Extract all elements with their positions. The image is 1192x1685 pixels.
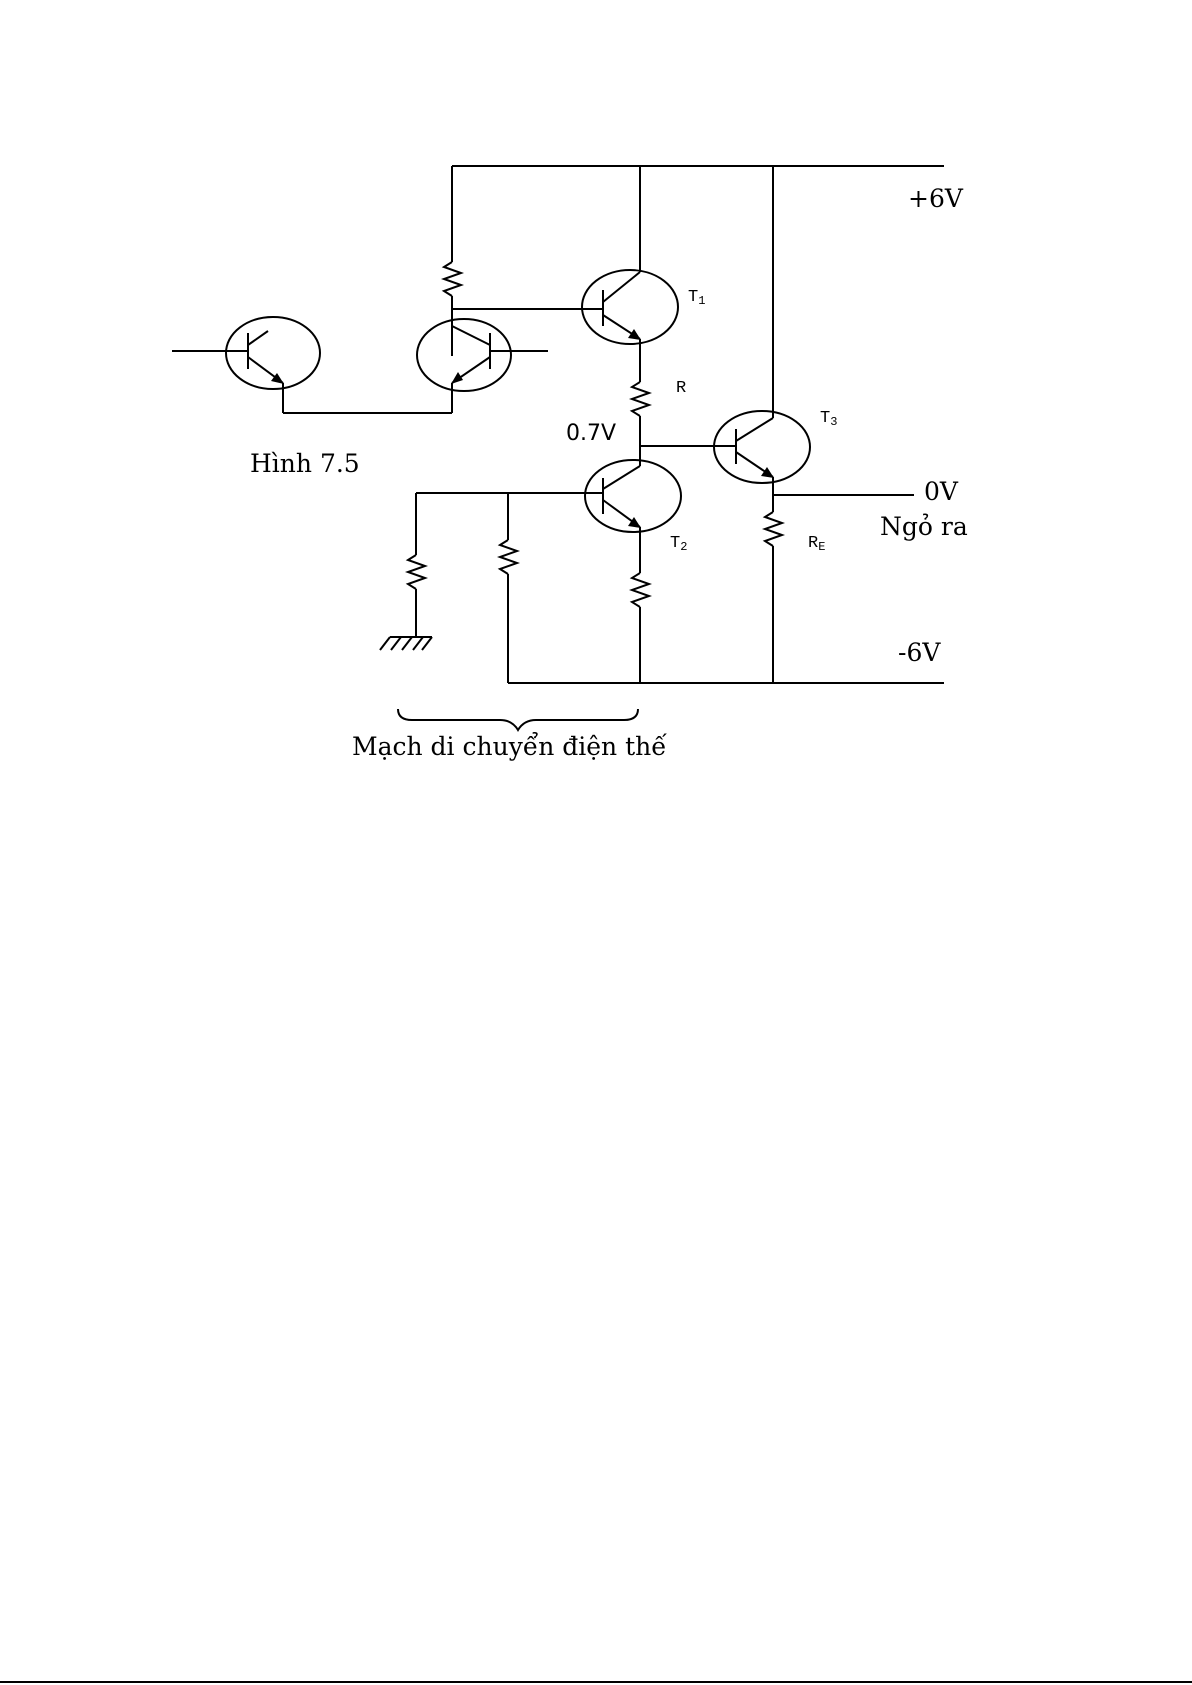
resistor-re [765, 512, 782, 546]
transistor-t3-emitter-arrow [761, 467, 774, 478]
transistor-t1-collector [603, 272, 640, 302]
transistor-t2-collector [603, 466, 640, 489]
resistor-bias-negative [500, 540, 517, 574]
transistor-right-collector [452, 326, 490, 345]
transistor-right-circle [417, 319, 511, 391]
level-shift-label: Mạch di chuyển điện thế [352, 732, 667, 761]
node-voltage-label: 0.7V [566, 421, 616, 446]
transistor-t1-emitter-arrow [628, 329, 641, 340]
resistor-re-label: RE [808, 534, 825, 554]
supply-positive-label: +6V [908, 184, 964, 213]
transistor-left-circle [226, 317, 320, 389]
output-voltage-label: 0V [924, 477, 959, 506]
t2-label: T2 [670, 534, 687, 554]
t1-label: T1 [688, 288, 705, 308]
resistor-r-label: R [676, 379, 686, 398]
ground-symbol [380, 637, 432, 650]
t3-label: T3 [820, 409, 837, 429]
supply-negative-label: -6V [898, 638, 941, 667]
resistor-bias-ground [408, 555, 425, 589]
figure-caption: Hình 7.5 [250, 449, 360, 478]
level-shift-brace [398, 709, 638, 730]
bias-resistor [444, 262, 461, 296]
resistor-r [632, 382, 649, 416]
transistor-t3-collector [736, 418, 773, 441]
output-label: Ngỏ ra [880, 512, 968, 541]
resistor-t2-emitter [632, 573, 649, 607]
page-bottom-rule [0, 1681, 1192, 1683]
transistor-right-emitter-arrow [451, 372, 463, 384]
transistor-left-collector [248, 331, 268, 345]
